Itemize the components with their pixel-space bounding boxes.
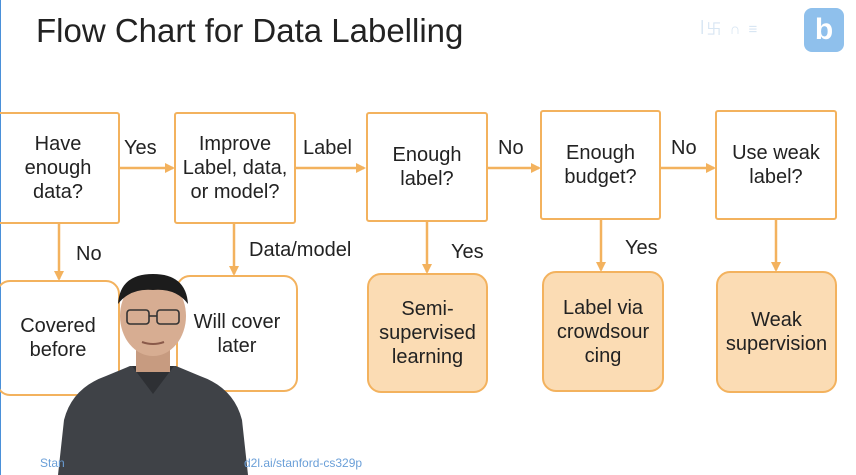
edge-label-yes: Yes [451,241,484,263]
slide-edge-line [0,0,1,475]
edge-label-no: No [76,243,102,265]
edge-label-label: Label [303,137,352,159]
presenter-video [58,274,248,475]
edge-label-yes: Yes [625,237,658,259]
node-enough-label: Enough label? [366,112,488,222]
footer-link-left[interactable]: Stan [40,456,65,470]
logo-mark-icon: b [804,8,844,52]
node-semi-supervised: Semi- supervised learning [367,273,488,393]
slide-title: Flow Chart for Data Labelling [36,12,464,49]
node-weak-supervision: Weak supervision [716,271,837,393]
node-enough-data: Have enough data? [0,112,120,224]
footer-link-right[interactable]: d2l.ai/stanford-cs329p [244,456,363,470]
node-covered-before: Covered before [0,280,120,396]
edge-label-no: No [498,137,524,159]
node-crowdsourcing: Label via crowdsour cing [542,271,664,392]
edge-label-yes: Yes [124,137,157,159]
edge-label-no: No [671,137,697,159]
node-enough-budget: Enough budget? [540,110,661,220]
logo-watermark-text: ꟾ卐 ∩ ≡ [700,21,760,38]
node-improve: Improve Label, data, or model? [174,112,296,224]
node-weak-label: Use weak label? [715,110,837,220]
edge-label-data-model: Data/model [249,239,352,261]
logo: ꟾ卐 ∩ ≡ b [700,8,846,54]
